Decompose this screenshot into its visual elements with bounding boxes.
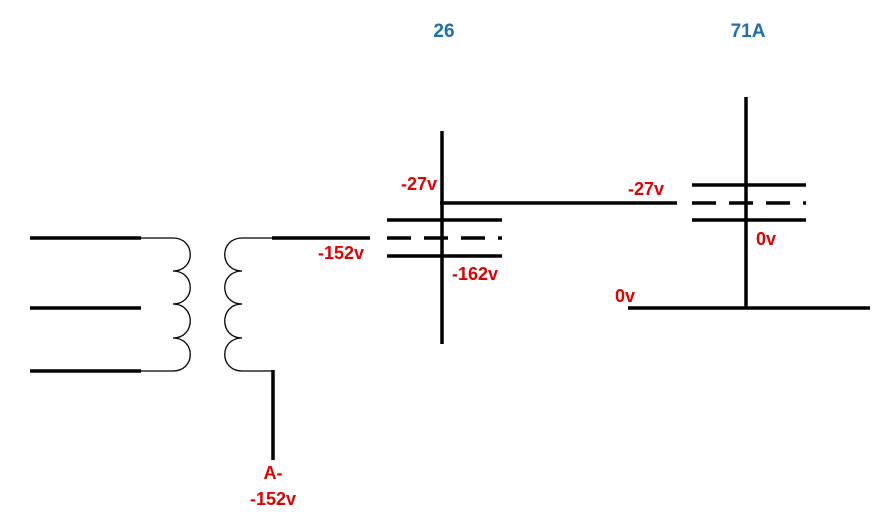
tube-26-grid-voltage: -152v	[318, 243, 364, 263]
tube-71a-title: 71A	[731, 21, 766, 42]
tube-26-title: 26	[433, 21, 454, 42]
tube-26	[387, 131, 502, 344]
a-minus-voltage: -152v	[250, 489, 296, 509]
tube-26-cathode-voltage: -162v	[452, 264, 498, 284]
tube-71a-cathode-voltage: 0v	[756, 229, 776, 249]
transformer	[141, 237, 273, 372]
a-minus-label: A-	[264, 463, 283, 483]
primary-winding	[141, 237, 191, 372]
tube-71a-grid-voltage: -27v	[628, 179, 664, 199]
secondary-winding	[224, 237, 273, 372]
transformer-primary-leads	[30, 236, 141, 373]
tube-71a	[692, 97, 806, 308]
tube-26-plate-voltage: -27v	[401, 174, 437, 194]
ground-bus-voltage: 0v	[615, 286, 635, 306]
